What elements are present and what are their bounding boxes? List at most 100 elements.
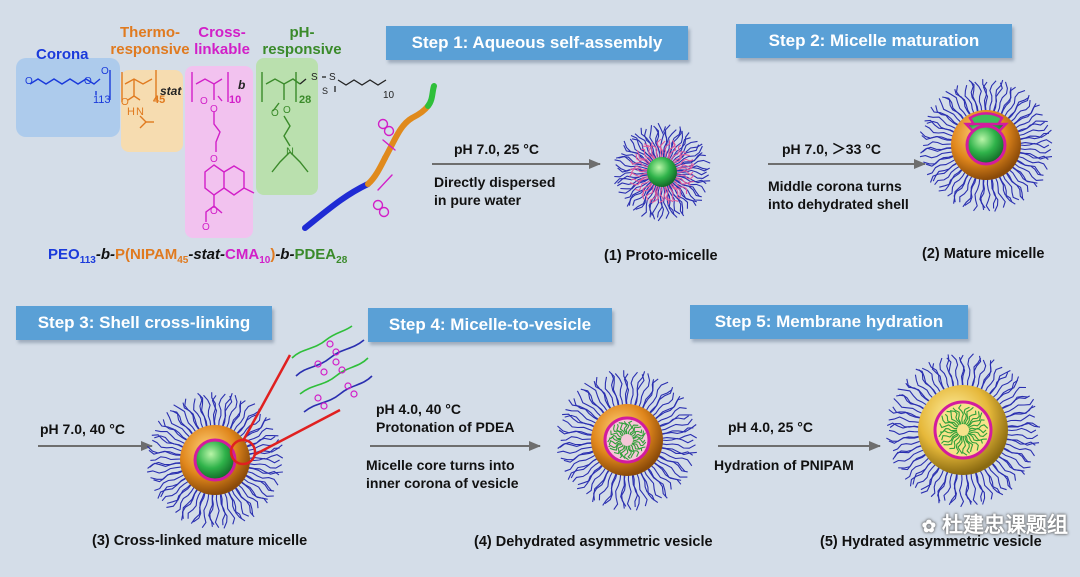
corona-chain <box>643 469 662 499</box>
corona-chain <box>629 138 653 163</box>
corona-chain <box>991 178 999 212</box>
corona-chain <box>227 491 243 520</box>
corona-chain <box>964 406 974 425</box>
oxygen-4: O <box>121 97 129 108</box>
pdea-structure <box>261 72 309 173</box>
step3-condition: pH 7.0, 40 °C <box>40 421 125 437</box>
corona-chain <box>614 159 649 170</box>
corona-chain <box>1004 89 1026 117</box>
corona-chain <box>211 395 218 427</box>
step-2-banner: Step 2: Micelle maturation <box>736 24 1012 58</box>
corona-chain <box>610 430 622 438</box>
corona-chain <box>1015 113 1043 129</box>
corona-chain <box>627 420 633 435</box>
corona-chain <box>181 488 199 519</box>
corona-chain <box>1019 148 1052 154</box>
corona-chain <box>632 432 646 440</box>
corona-chain <box>958 356 965 387</box>
step5-detail: Hydration of PNIPAM <box>714 457 854 473</box>
corona-chain <box>1013 104 1040 126</box>
corona-chain <box>1005 172 1025 201</box>
corona-chain <box>560 436 594 441</box>
corona-chain <box>959 175 973 203</box>
corona-chain <box>166 411 191 438</box>
corona-chain <box>947 171 966 197</box>
corona-chain <box>1006 422 1041 428</box>
corona-chain <box>660 443 696 449</box>
corona-chain <box>991 462 1013 490</box>
corona-chain <box>1016 159 1044 176</box>
corona-chain <box>975 471 986 505</box>
crosslink-inset <box>241 325 373 457</box>
formula-cma: CMA <box>225 246 260 263</box>
corona-chain <box>970 81 979 113</box>
corona-chain <box>964 435 970 454</box>
amide-h: H <box>127 106 135 118</box>
corona-chain <box>651 185 661 220</box>
dodecyl-tail <box>299 76 387 92</box>
corona-chain <box>662 185 670 219</box>
corona-chain <box>614 373 624 407</box>
corona-chain <box>631 429 643 437</box>
step2-detail-1: Middle corona turns <box>768 178 902 194</box>
corona-chain <box>642 145 655 161</box>
corona-chain <box>938 430 958 438</box>
corona-chain <box>1005 405 1036 419</box>
corona-chain <box>988 372 1009 396</box>
corona-chain <box>974 81 983 112</box>
corona-chain <box>152 439 183 452</box>
oxygen-7: O <box>210 154 218 165</box>
corona-chain <box>949 434 961 450</box>
corona-chain <box>1018 124 1049 137</box>
sulfur-1: S <box>311 72 318 83</box>
corona-chain <box>629 424 639 436</box>
corona-chain <box>669 183 681 200</box>
corona-chain <box>636 150 652 165</box>
corona-chain <box>924 125 954 137</box>
corona-chain <box>628 181 653 206</box>
corona-chain <box>246 435 276 448</box>
corona-chain <box>641 378 659 410</box>
corona-chain <box>626 180 652 207</box>
corona-chain <box>182 402 200 431</box>
corona-chain <box>934 165 960 186</box>
corona-chain <box>646 467 668 499</box>
corona-chain <box>943 472 953 501</box>
corona-chain <box>955 85 972 115</box>
block-label: b <box>238 78 246 92</box>
corona-chain <box>945 90 968 118</box>
corona-chain <box>623 421 630 435</box>
corona-chain <box>921 367 941 393</box>
corona-chain <box>656 407 687 424</box>
corona-chain <box>976 359 987 389</box>
corona-chain <box>939 428 958 433</box>
hydrated-vesicle <box>886 353 1041 508</box>
stat-label: stat <box>160 84 182 98</box>
corona-chain <box>886 435 920 442</box>
corona-chain <box>617 173 649 184</box>
corona-chain <box>888 429 920 435</box>
corona-chain <box>914 464 936 489</box>
corona-chain <box>668 130 684 161</box>
corona-chain <box>1005 438 1036 446</box>
corona-chain <box>939 168 963 188</box>
corona-chain <box>968 79 979 112</box>
corona-chain <box>208 493 213 527</box>
corona-chain <box>645 381 669 412</box>
corona-chain <box>968 419 985 429</box>
corona-chain <box>648 387 674 415</box>
corona-chain <box>998 455 1025 472</box>
corona-chain <box>201 493 210 529</box>
corona-chain <box>240 481 268 504</box>
corona-chain <box>990 178 997 209</box>
corona-chain <box>173 404 197 433</box>
corona-chain <box>998 386 1027 406</box>
corona-chain <box>602 472 618 506</box>
oxygen-2: O <box>84 76 92 87</box>
corona-chain <box>576 464 604 490</box>
corona-chain <box>1019 132 1049 141</box>
corona-chain <box>593 380 612 411</box>
ph-label: pH- responsive <box>262 24 342 58</box>
corona-chain <box>927 115 957 130</box>
formula-pdea-n: 28 <box>336 255 348 266</box>
